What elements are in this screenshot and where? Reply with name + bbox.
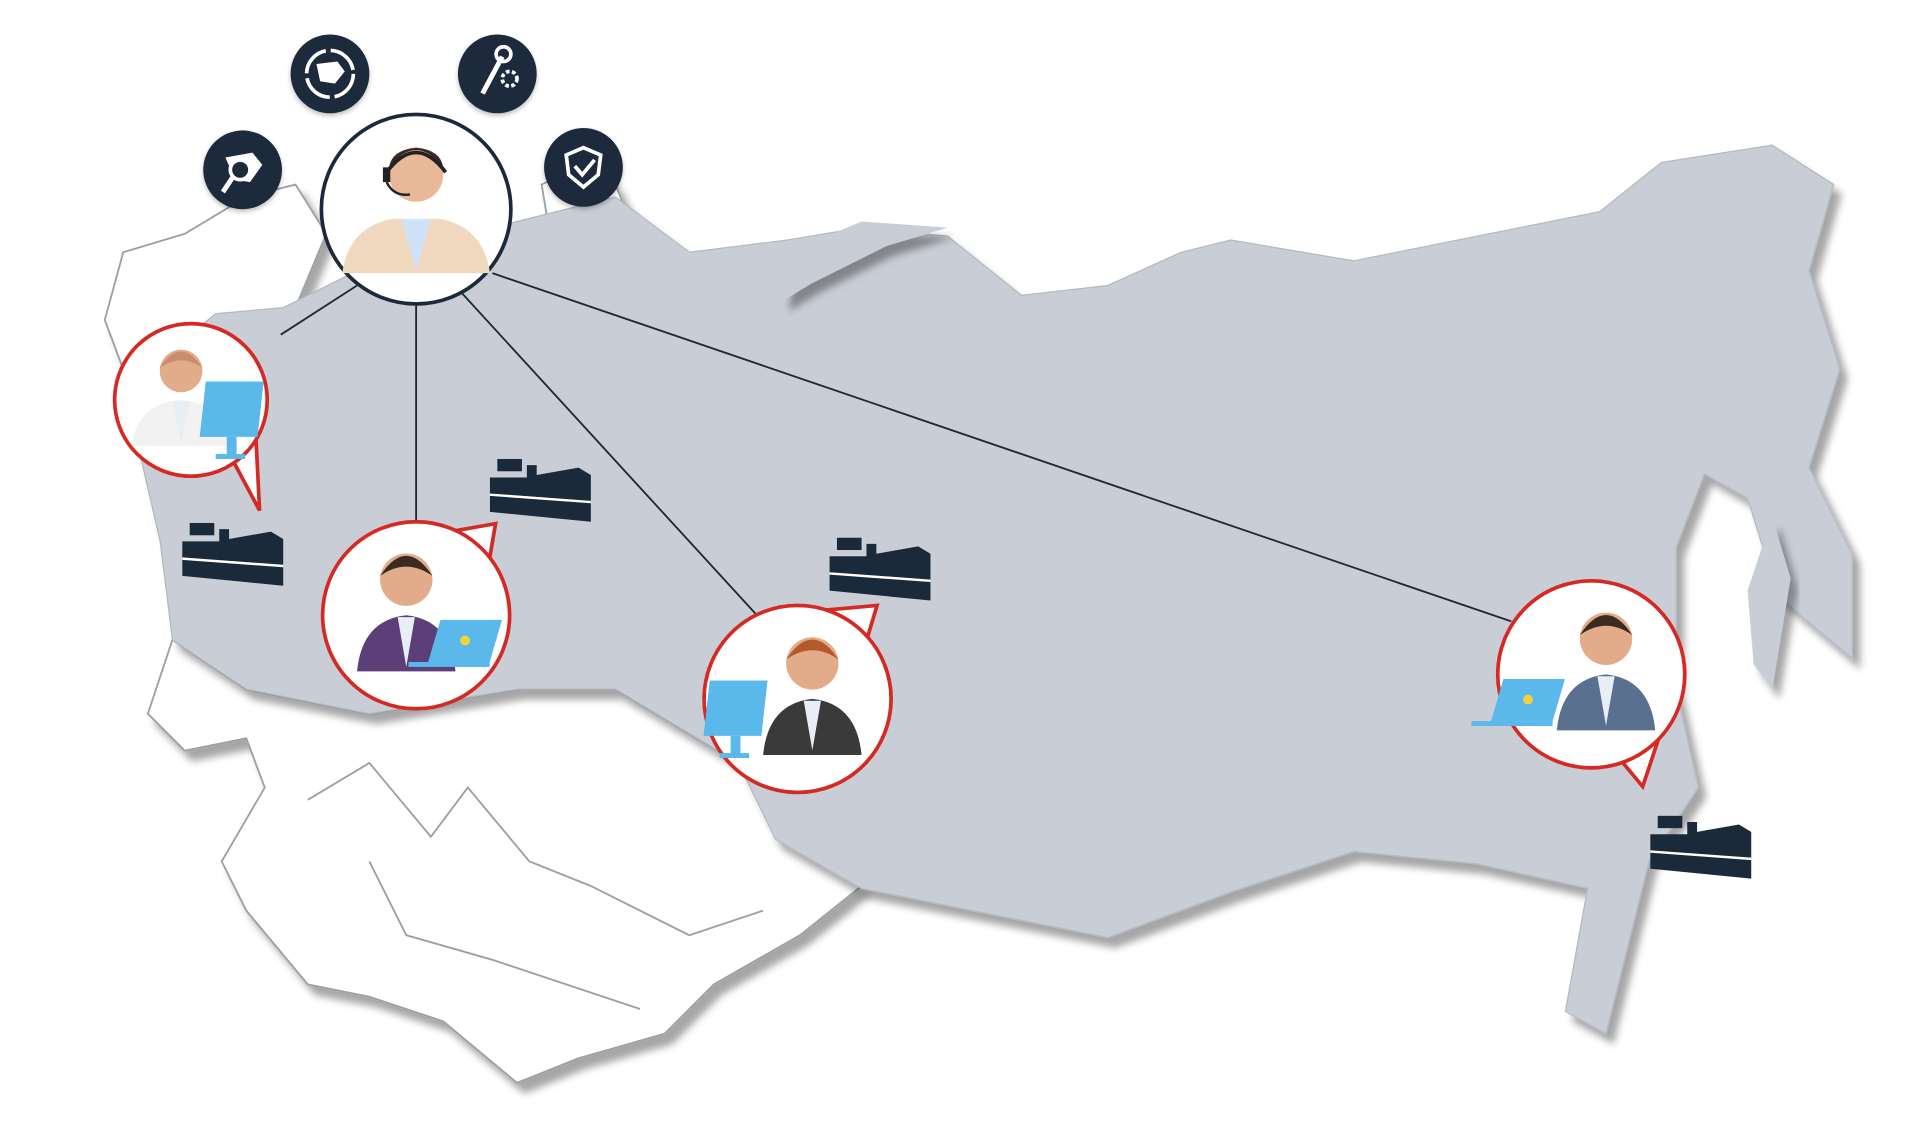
- factory-west-icon: [182, 522, 284, 586]
- service-icons: [203, 34, 623, 210]
- wrench-gear-icon[interactable]: [457, 34, 537, 114]
- monitor-icon: [703, 680, 768, 736]
- client-west-bubble[interactable]: [112, 321, 270, 512]
- uzbek-border: [368, 860, 641, 1010]
- headset-icon: [385, 150, 448, 174]
- sakhalin: [1747, 516, 1791, 690]
- factory-volga-icon: [489, 458, 591, 522]
- factory-far-east-icon: [1650, 815, 1752, 879]
- map-refresh-icon[interactable]: [290, 34, 370, 114]
- support-operator-hub[interactable]: [319, 112, 513, 306]
- monitor-icon: [199, 381, 264, 437]
- factory-siberia-icon: [829, 537, 931, 601]
- client-far-east-bubble[interactable]: [1471, 578, 1687, 791]
- clients: [112, 321, 1687, 795]
- russia-territory: [137, 144, 1853, 1035]
- line-to-client-siberia: [460, 292, 758, 616]
- kazakh-border: [307, 761, 764, 937]
- shield-check-icon[interactable]: [544, 127, 623, 207]
- operator-head: [389, 147, 444, 202]
- bubble-outline: [320, 519, 512, 711]
- client-siberia-bubble[interactable]: [702, 603, 893, 795]
- factories: [182, 458, 1752, 879]
- bubble-outline: [1495, 578, 1687, 770]
- connection-lines: [280, 272, 1512, 623]
- map-search-icon[interactable]: [203, 130, 282, 210]
- client-moscow-bubble[interactable]: [320, 519, 512, 711]
- novaya-zemlya: [781, 221, 948, 302]
- line-to-client-west: [280, 284, 358, 336]
- line-to-client-far-east: [492, 272, 1512, 623]
